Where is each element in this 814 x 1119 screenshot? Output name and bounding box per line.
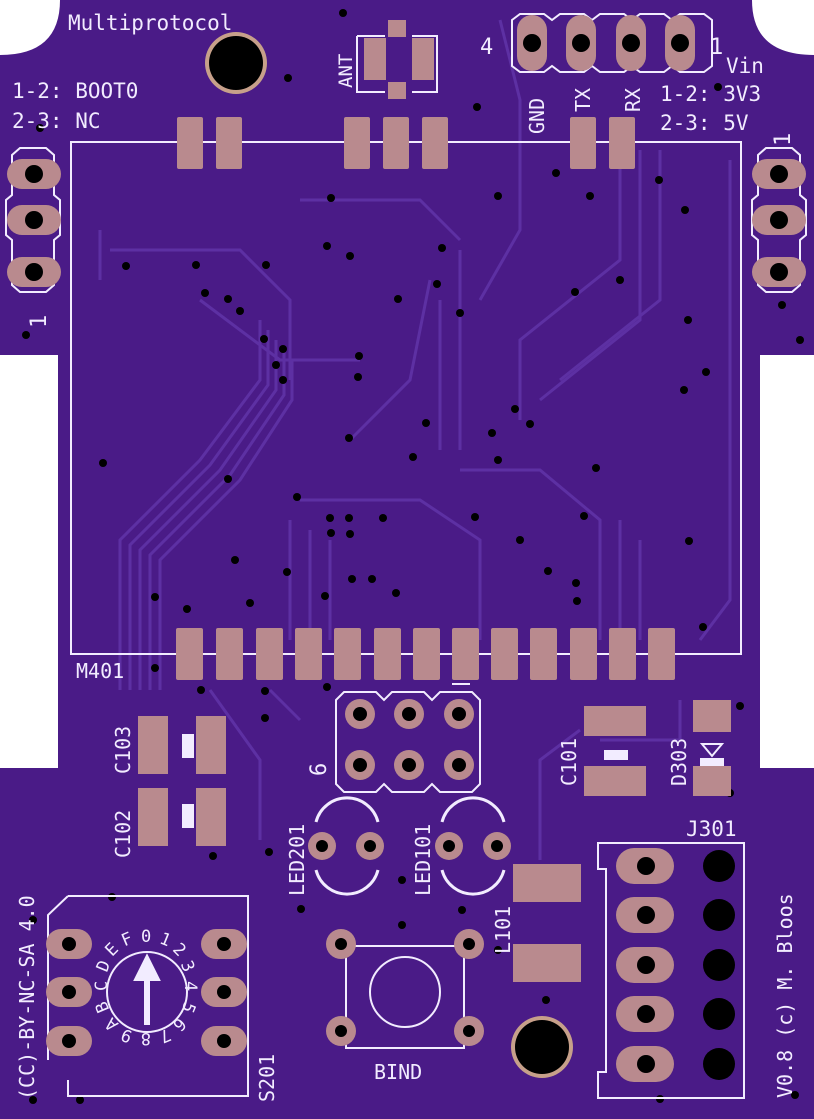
- copper-traces: [98, 19, 732, 860]
- version-label: V0.8 (c) M. Bloos: [773, 893, 797, 1098]
- c102-label: C102: [111, 810, 135, 858]
- j301-label: J301: [686, 817, 737, 841]
- dial-digit: 0: [141, 927, 151, 947]
- led101: [435, 796, 511, 896]
- module-bottom-pads: [176, 628, 675, 680]
- module-top-pads: [177, 117, 635, 169]
- diode-d303: [693, 700, 731, 796]
- led101-label: LED101: [411, 824, 435, 896]
- vin-label: Vin: [726, 54, 764, 78]
- tx-label: TX: [571, 88, 595, 112]
- boot-label-2: 2-3: NC: [12, 109, 101, 133]
- vin-label-2: 2-3: 5V: [660, 111, 749, 135]
- capacitor-c101: [584, 706, 646, 796]
- d303-label: D303: [667, 738, 691, 786]
- left-header-pin-1: 1: [27, 315, 52, 328]
- rx-label: RX: [621, 88, 645, 112]
- c101-label: C101: [557, 738, 581, 786]
- header-4pin: [511, 13, 713, 73]
- header-pin-1: 1: [710, 35, 723, 60]
- right-header-pin-1: 1: [771, 133, 796, 146]
- header-pin-4: 4: [480, 35, 493, 60]
- antenna-connector: [356, 20, 438, 99]
- bind-label: BIND: [374, 1060, 422, 1084]
- bind-button: [326, 929, 484, 1049]
- led201: [308, 796, 384, 896]
- led201-label: LED201: [285, 824, 309, 896]
- dial-digit: 8: [141, 1028, 151, 1048]
- ant-label: ANT: [335, 54, 357, 88]
- boot-label-1: 1-2: BOOT0: [12, 79, 138, 103]
- capacitors-c102-c103: [138, 716, 226, 846]
- title-label: Multiprotocol: [68, 11, 232, 35]
- header-boot0: [5, 147, 61, 293]
- icsp-pin-6: 6: [307, 763, 332, 776]
- license-label: (CC)-BY-NC-SA 4.0: [15, 895, 39, 1100]
- c103-label: C103: [111, 726, 135, 774]
- vin-label-1: 1-2: 3V3: [660, 82, 761, 106]
- l101-label: L101: [491, 906, 515, 954]
- inductor-l101: [513, 864, 581, 982]
- header-vin: [751, 147, 807, 293]
- gnd-label: GND: [525, 98, 549, 134]
- connector-j301: [597, 842, 745, 1099]
- m401-label: M401: [76, 659, 124, 683]
- rotary-switch-s201: [46, 895, 249, 1097]
- s201-label: S201: [255, 1054, 279, 1102]
- dial-digit: C: [92, 981, 112, 991]
- icsp-header: [335, 683, 481, 793]
- dial-digit: 4: [180, 981, 200, 991]
